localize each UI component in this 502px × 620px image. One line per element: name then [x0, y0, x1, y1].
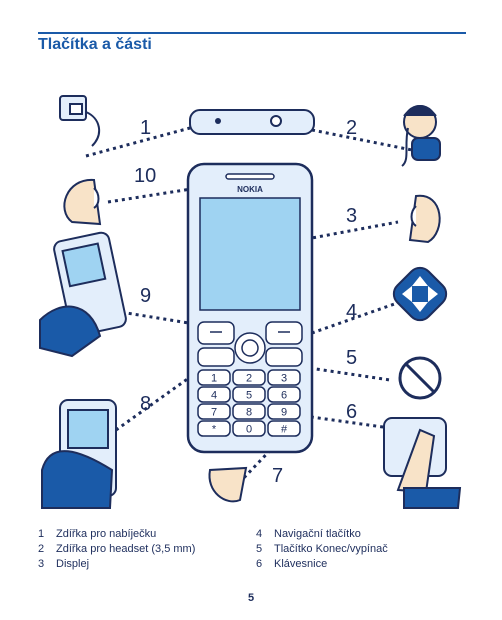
earpiece-ear-icon — [63, 178, 102, 226]
key-label: 8 — [246, 407, 252, 419]
hand-keypad-right — [383, 417, 462, 509]
key-label: 6 — [281, 390, 287, 402]
callout-2: 2 — [346, 117, 357, 139]
key-label: 2 — [246, 373, 252, 385]
key-6 — [267, 386, 301, 403]
key-label: 0 — [246, 424, 252, 436]
phone-diagram: NOKIA 1 2 3 4 5 6 7 8 9 * 0 # 1 2 3 4 5 6 7 8 9 10 — [39, 95, 462, 509]
callout-7: 7 — [272, 465, 283, 487]
end-key-icon — [398, 356, 442, 400]
charger-icon — [59, 95, 101, 147]
callout-9: 9 — [140, 285, 151, 307]
title-rule — [38, 32, 466, 34]
key-0 — [232, 420, 266, 437]
callout-10: 10 — [134, 165, 156, 187]
phone-top-edge — [189, 109, 315, 135]
key-8 — [232, 403, 266, 420]
key-1 — [197, 369, 231, 386]
key-label: 3 — [281, 373, 287, 385]
key-# — [267, 420, 301, 437]
callout-3: 3 — [346, 205, 357, 227]
phone-screen — [199, 197, 301, 311]
key-label: * — [212, 424, 217, 436]
key-2 — [232, 369, 266, 386]
key-5 — [232, 386, 266, 403]
page-title: Tlačítka a části — [38, 36, 152, 53]
navigation-icon — [392, 266, 448, 322]
display-ear-icon — [408, 194, 441, 244]
callout-6: 6 — [346, 401, 357, 423]
key-4 — [197, 386, 231, 403]
brand-logo: NOKIA — [237, 185, 263, 194]
key-label: 7 — [211, 407, 217, 419]
key-label: # — [281, 424, 288, 436]
key-7 — [197, 403, 231, 420]
key-label: 5 — [246, 390, 252, 402]
callout-8: 8 — [140, 393, 151, 415]
hand-phone-left-top — [39, 231, 127, 358]
callout-1: 1 — [140, 117, 151, 139]
key-3 — [267, 369, 301, 386]
microphone-face-icon — [208, 466, 248, 503]
callout-5: 5 — [346, 347, 357, 369]
page-number: 5 — [247, 592, 255, 604]
callout-4: 4 — [346, 301, 357, 323]
key-label: 9 — [281, 407, 287, 419]
keypad: 1 2 3 4 5 6 7 8 9 * 0 # — [197, 369, 301, 437]
callout-numbers: 1 2 3 4 5 6 7 8 9 10 — [134, 117, 357, 487]
headset-icon — [401, 105, 441, 167]
key-* — [197, 420, 231, 437]
key-9 — [267, 403, 301, 420]
hand-phone-left-bottom — [41, 399, 117, 509]
key-label: 1 — [211, 373, 217, 385]
key-label: 4 — [211, 390, 217, 402]
